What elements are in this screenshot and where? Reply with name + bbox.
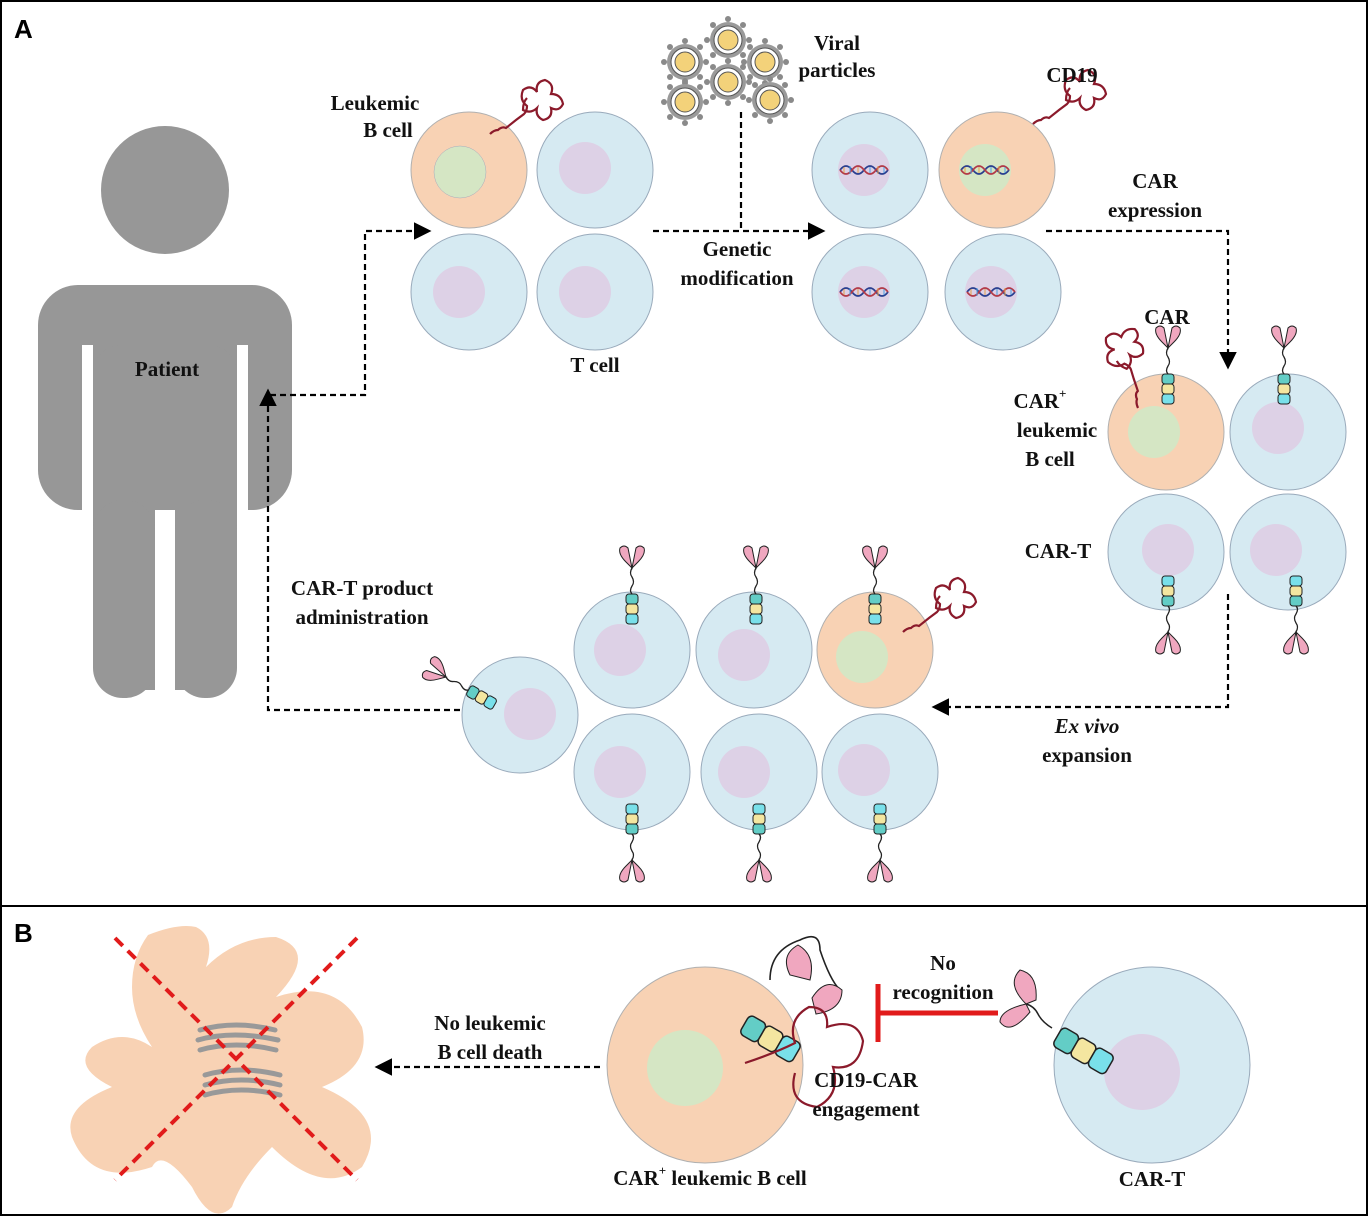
expanded-cell-group bbox=[420, 545, 978, 883]
panel-label-a: A bbox=[14, 14, 33, 44]
car-t-label: CAR-T bbox=[1025, 539, 1092, 563]
cross-out-line bbox=[113, 936, 359, 1182]
t-cell-nucleus bbox=[559, 266, 611, 318]
t-cell-nucleus bbox=[594, 746, 646, 798]
t-cell-nucleus bbox=[718, 629, 770, 681]
extraction-arrow bbox=[270, 222, 432, 397]
car-expressing-cell-group bbox=[1086, 319, 1347, 655]
cd19-antigen-b bbox=[744, 1005, 865, 1109]
t-cell-nucleus bbox=[1250, 524, 1302, 576]
car-head-b bbox=[785, 944, 843, 1015]
ex-vivo-expansion-arrow bbox=[931, 594, 1230, 716]
t-cell-nucleus bbox=[1104, 1034, 1180, 1110]
modified-cell-group bbox=[811, 68, 1108, 351]
t-cell-nucleus bbox=[718, 746, 770, 798]
patient-arm-gap-left bbox=[82, 345, 93, 515]
car-label: CAR bbox=[1144, 305, 1190, 329]
t-cell-nucleus bbox=[433, 266, 485, 318]
b-cell-nucleus bbox=[433, 145, 487, 199]
car-t-b-label: CAR-T bbox=[1119, 1167, 1186, 1191]
car-linker bbox=[1025, 1003, 1053, 1029]
administration-arrow bbox=[259, 388, 460, 712]
t-cell-nucleus bbox=[1252, 402, 1304, 454]
t-cell-label: T cell bbox=[570, 353, 619, 377]
car-plus-leukemic-b-label: CAR+ leukemic B cell bbox=[613, 1163, 807, 1190]
patient-arm-gap-right bbox=[237, 345, 248, 515]
car-linker bbox=[769, 935, 841, 991]
b-cell-nucleus bbox=[647, 1030, 723, 1106]
car-expression-arrow bbox=[1046, 229, 1237, 370]
initial-cell-group bbox=[410, 78, 654, 351]
t-cell-nucleus bbox=[594, 624, 646, 676]
panel-label-b: B bbox=[14, 918, 33, 948]
t-cell-nucleus bbox=[559, 142, 611, 194]
t-cell-nucleus bbox=[838, 744, 890, 796]
b-cell-nucleus bbox=[1128, 406, 1180, 458]
cd19-label: CD19 bbox=[1046, 63, 1097, 87]
patient-label: Patient bbox=[135, 357, 199, 381]
b-cell-nucleus bbox=[836, 631, 888, 683]
car-head-t bbox=[999, 969, 1037, 1028]
t-cell-nucleus bbox=[504, 688, 556, 740]
t-cell-nucleus bbox=[1142, 524, 1194, 576]
patient-leg-gap bbox=[155, 510, 175, 700]
